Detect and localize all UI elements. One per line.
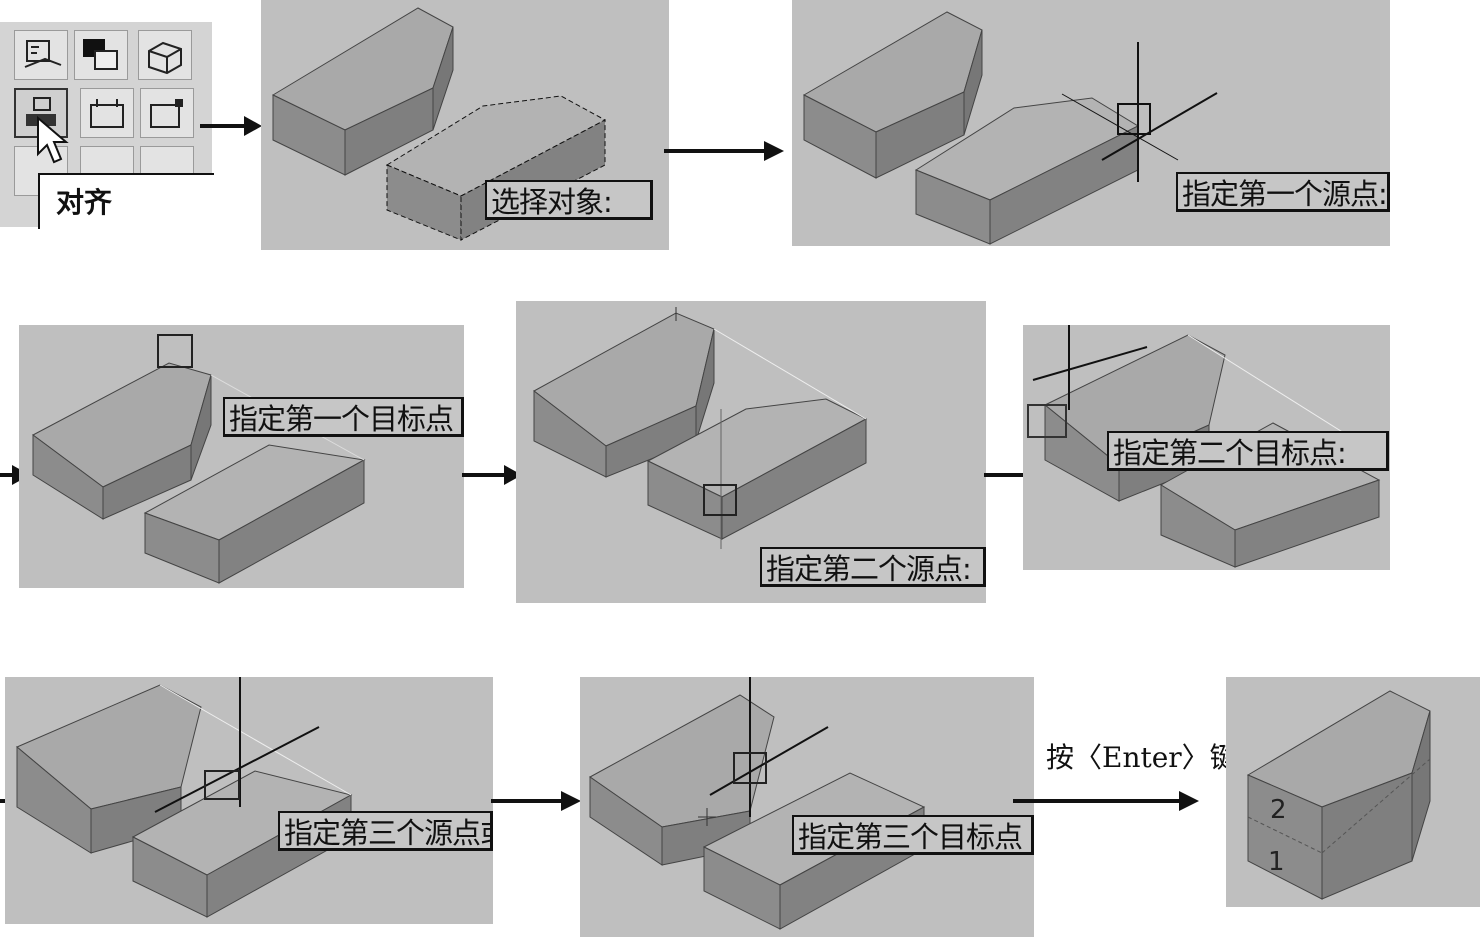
rotate-3d-icon xyxy=(90,99,124,128)
block-label-2: 2 xyxy=(1270,795,1287,825)
toolbar-button-3d[interactable] xyxy=(138,30,192,80)
prompt-first-source: 指定第一个源点: xyxy=(1176,172,1390,212)
3d-box-icon xyxy=(148,41,182,75)
arrow-right-icon xyxy=(200,116,262,136)
panel-select-objects: 选择对象: xyxy=(261,0,669,250)
prompt-second-target: 指定第二个目标点: xyxy=(1107,431,1389,471)
panel-second-target: 指定第二个目标点: xyxy=(1023,325,1390,570)
blocks-drawing xyxy=(533,307,868,549)
stacked-blocks-drawing xyxy=(1246,690,1431,900)
blocks-drawing xyxy=(589,677,926,930)
align-tooltip: 对齐 xyxy=(38,173,214,229)
toolbar-panel xyxy=(0,22,212,227)
toolbar-button-properties[interactable] xyxy=(14,30,68,80)
panel-third-source: 指定第三个源点或 xyxy=(5,677,493,924)
panel-second-source: 指定第二个源点: xyxy=(516,301,986,603)
prompt-second-source: 指定第二个源点: xyxy=(760,547,986,587)
blocks-drawing xyxy=(802,11,1218,245)
prompt-first-target: 指定第一个目标点 xyxy=(223,397,464,437)
toolbar-button-match[interactable] xyxy=(74,30,128,80)
arrow-right-icon xyxy=(664,141,784,161)
prompt-third-target: 指定第三个目标点 xyxy=(792,815,1034,855)
align-button[interactable] xyxy=(14,88,68,138)
mirror-3d-icon xyxy=(150,99,183,128)
press-enter-label: 按〈Enter〉键 xyxy=(1046,741,1238,774)
arrow-right-icon xyxy=(462,465,522,485)
block-label-1: 1 xyxy=(1268,847,1285,877)
toolbar-button-5[interactable] xyxy=(80,88,134,138)
toolbar-button-6[interactable] xyxy=(140,88,194,138)
panel-result: 2 1 xyxy=(1226,677,1480,907)
prompt-third-source: 指定第三个源点或 xyxy=(278,811,493,851)
mouse-cursor-icon xyxy=(37,115,69,164)
blocks-drawing xyxy=(16,677,353,918)
panel-first-target: 指定第一个目标点 xyxy=(19,325,464,588)
arrow-right-icon xyxy=(491,791,581,811)
properties-icon xyxy=(24,40,62,68)
panel-third-target: 指定第三个目标点 xyxy=(580,677,1034,937)
arrow-right-icon xyxy=(1013,791,1199,811)
prompt-select-objects: 选择对象: xyxy=(485,180,653,220)
match-properties-icon xyxy=(83,39,118,70)
blocks-drawing xyxy=(32,334,366,584)
panel-first-source: 指定第一个源点: xyxy=(792,0,1390,246)
